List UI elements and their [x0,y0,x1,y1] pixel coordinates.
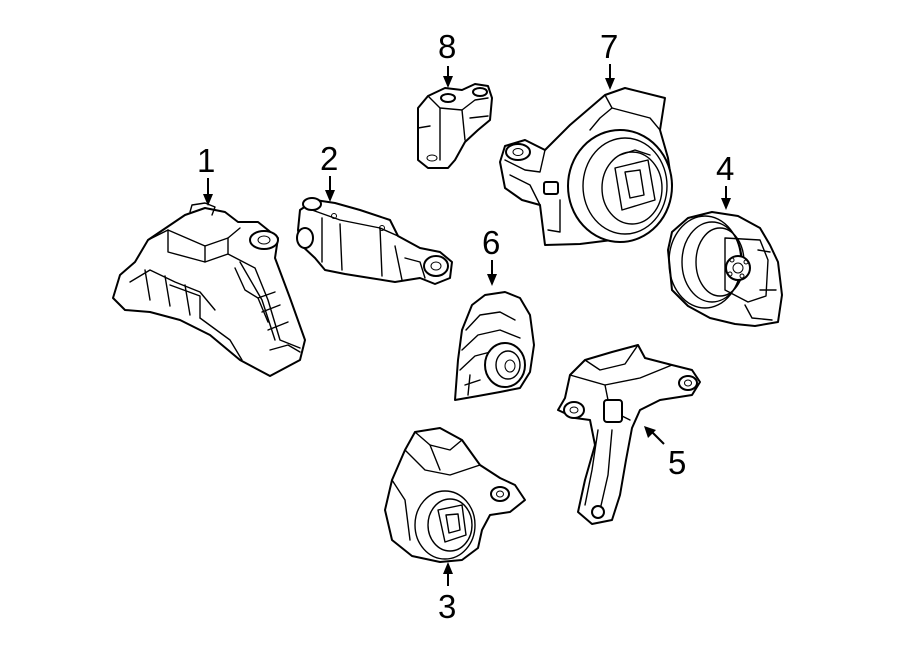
part-7-round-mount [499,87,673,246]
part-4-round-mount [667,211,783,327]
part-6-shield-mount [454,291,535,401]
callout-5: 5 [668,444,686,481]
callout-labels: 1 2 3 4 5 6 7 8 [197,28,734,625]
callout-arrows [203,64,731,586]
part-2-link-bracket [296,197,453,285]
part-8-small-bracket [417,83,493,169]
callout-2: 2 [320,140,338,177]
callout-1: 1 [197,142,215,179]
part-5-side-bracket [557,344,701,525]
callout-8: 8 [438,28,456,65]
callout-4: 4 [716,150,734,187]
callout-3: 3 [438,588,456,625]
part-1-engine-mount [112,202,306,377]
callout-7: 7 [600,28,618,65]
part-3-lower-mount [384,427,526,563]
callout-6: 6 [482,224,500,261]
